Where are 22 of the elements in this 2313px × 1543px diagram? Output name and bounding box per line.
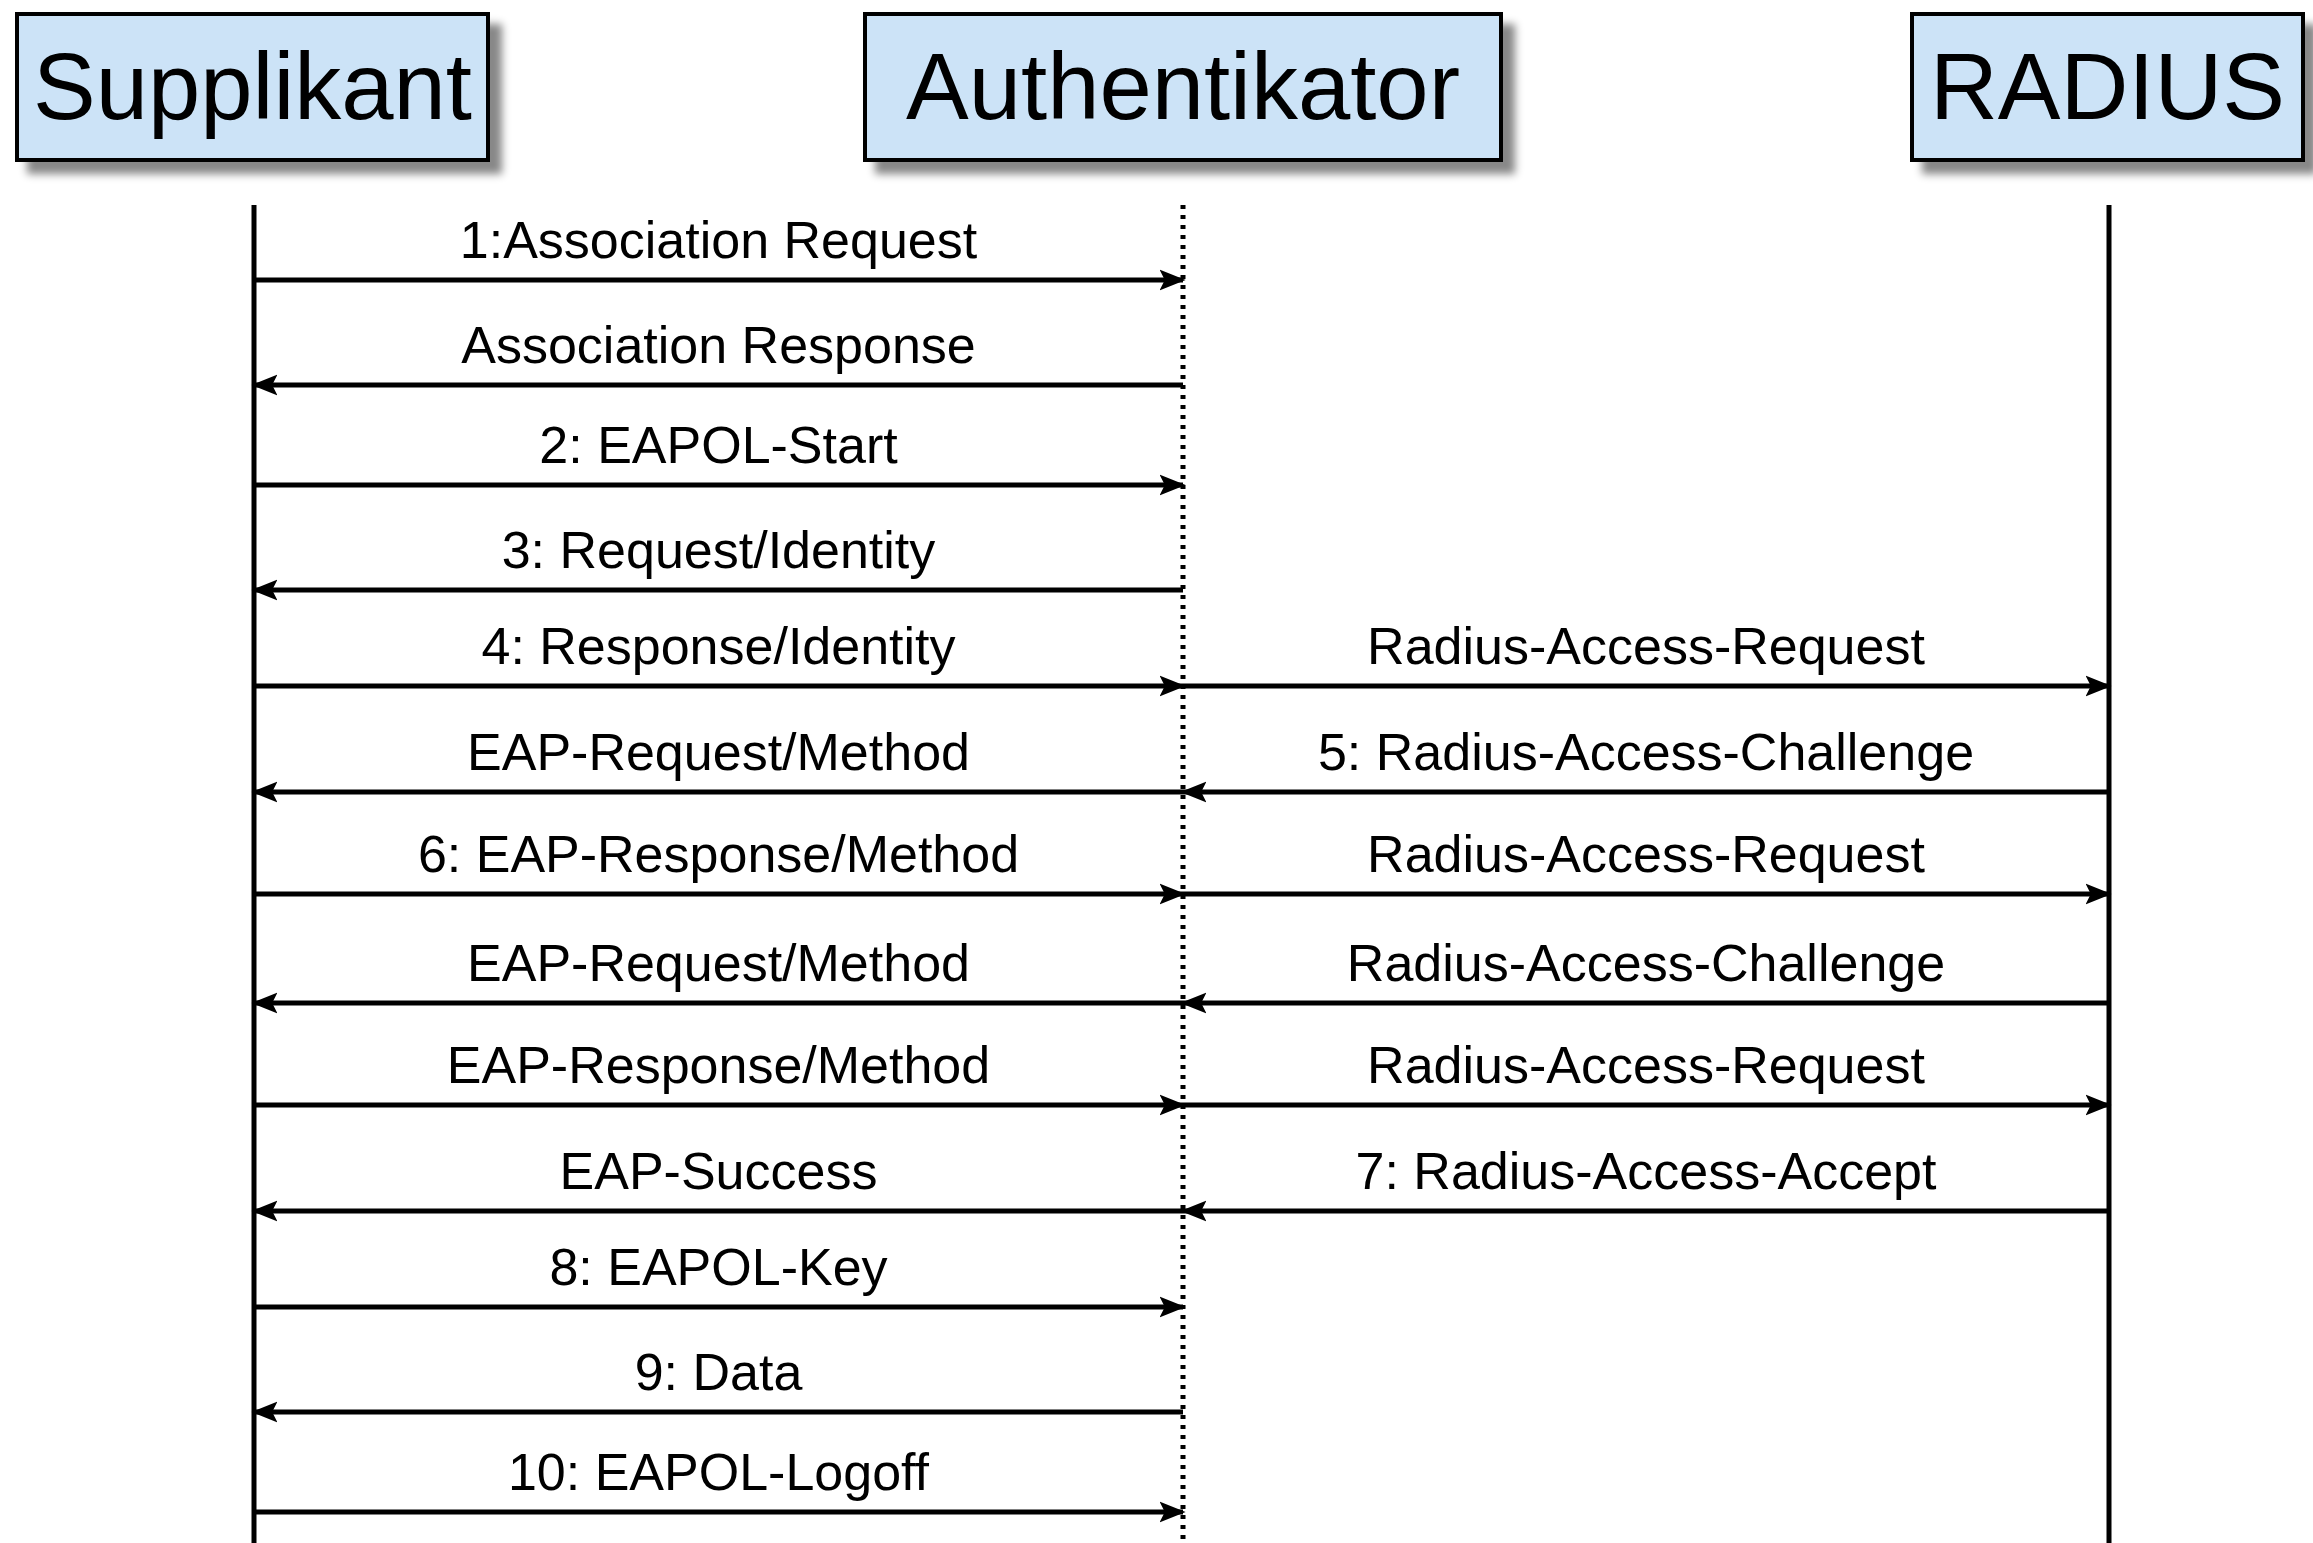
message-arrow <box>1180 1200 2109 1222</box>
participant-box: Supplikant <box>15 12 490 162</box>
message-arrow <box>254 1501 1186 1523</box>
message-arrow <box>254 269 1186 291</box>
participant-box: RADIUS <box>1910 12 2305 162</box>
message-arrow <box>254 1296 1186 1318</box>
message-arrow <box>254 675 1186 697</box>
message-arrow <box>1180 781 2109 803</box>
message-arrow <box>254 474 1186 496</box>
message-arrow <box>1183 675 2112 697</box>
message-arrow <box>1180 992 2109 1014</box>
message-arrow <box>251 579 1183 601</box>
message-arrow <box>251 992 1183 1014</box>
message-arrow <box>254 883 1186 905</box>
message-arrow <box>1183 883 2112 905</box>
participant-box: Authentikator <box>863 12 1503 162</box>
message-arrow <box>251 1200 1183 1222</box>
message-arrow <box>1183 1094 2112 1116</box>
message-arrow <box>254 1094 1186 1116</box>
message-arrow <box>251 1401 1183 1423</box>
message-arrow <box>251 374 1183 396</box>
message-arrow <box>251 781 1183 803</box>
